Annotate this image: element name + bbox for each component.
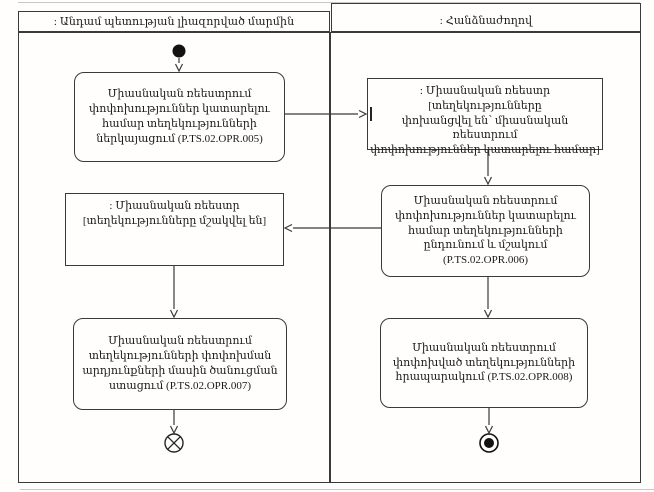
object-node-label: : Միասնական ռեեստր [տեղեկությունները փոխ… [370, 85, 600, 157]
swimlane-title: : Անդամ պետության լիազորված մարմին [53, 16, 295, 28]
swimlane-title: : Հանձնաժողով [439, 15, 533, 27]
swimlane-header-authorized-body: : Անդամ պետության լիազորված մարմին [18, 11, 330, 32]
action-node-label: Միասնական ռեեստրում փոփոխված տեղեկությու… [392, 341, 576, 384]
action-node-opr006: Միասնական ռեեստրում փոփոխություններ կատա… [381, 185, 590, 277]
action-node-opr007: Միասնական ռեեստրում տեղեկությունների փոփ… [73, 318, 287, 410]
object-node-information-transferred: : Միասնական ռեեստր [տեղեկությունները փոխ… [367, 78, 603, 156]
swimlane-header-commission: : Հանձնաժողով [331, 3, 641, 32]
action-node-label: Միասնական ռեեստրում փոփոխություններ կատա… [395, 195, 576, 267]
swimlane-commission [330, 32, 641, 483]
action-node-label: Միասնական ռեեստրում փոփոխություններ կատա… [89, 88, 270, 145]
object-node-label: : Միասնական ռեեստր [տեղեկությունները մշա… [82, 200, 267, 227]
page-border-top [18, 2, 640, 3]
object-node-information-processed: : Միասնական ռեեստր [տեղեկությունները մշա… [65, 193, 284, 266]
action-node-label: Միասնական ռեեստրում տեղեկությունների փոփ… [82, 335, 278, 392]
action-node-opr008: Միասնական ռեեստրում փոփոխված տեղեկությու… [380, 318, 588, 408]
swimlane-authorized-body [18, 32, 330, 483]
page-border-bottom [20, 489, 654, 490]
action-node-opr005: Միասնական ռեեստրում փոփոխություններ կատա… [74, 72, 285, 162]
